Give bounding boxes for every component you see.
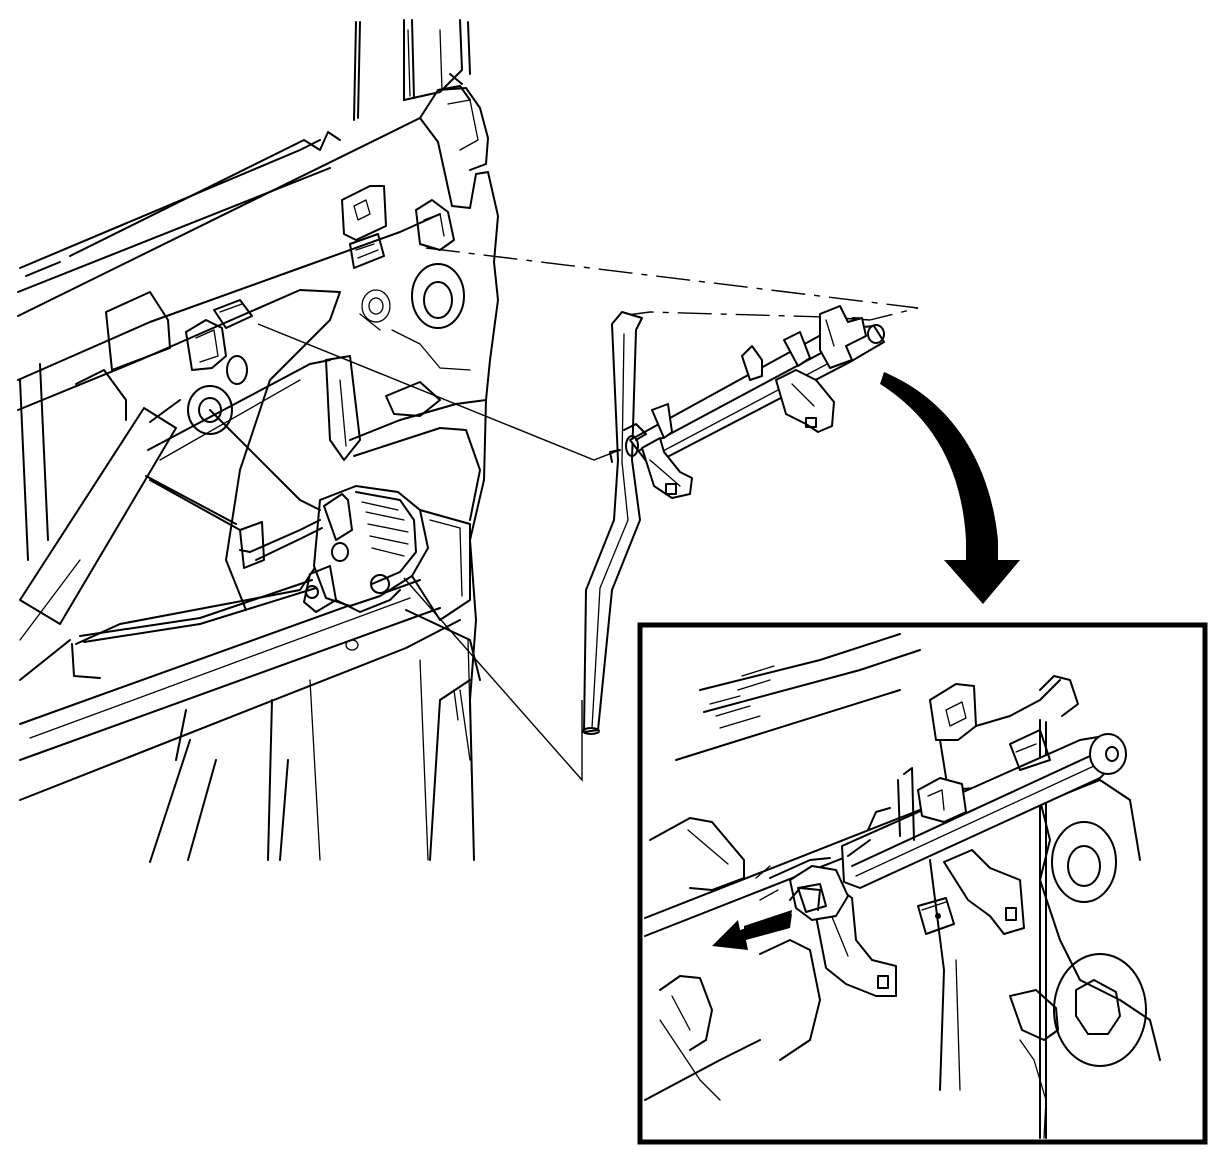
curved-arrow-icon — [880, 372, 1020, 604]
direction-arrow-icon — [712, 910, 792, 950]
lock-rod-assembly — [582, 305, 885, 735]
door-inner-panel — [17, 19, 499, 863]
door-latch-assembly — [79, 409, 471, 643]
removal-detail-inset — [637, 622, 1208, 1145]
door-latch-callout — [403, 577, 583, 782]
